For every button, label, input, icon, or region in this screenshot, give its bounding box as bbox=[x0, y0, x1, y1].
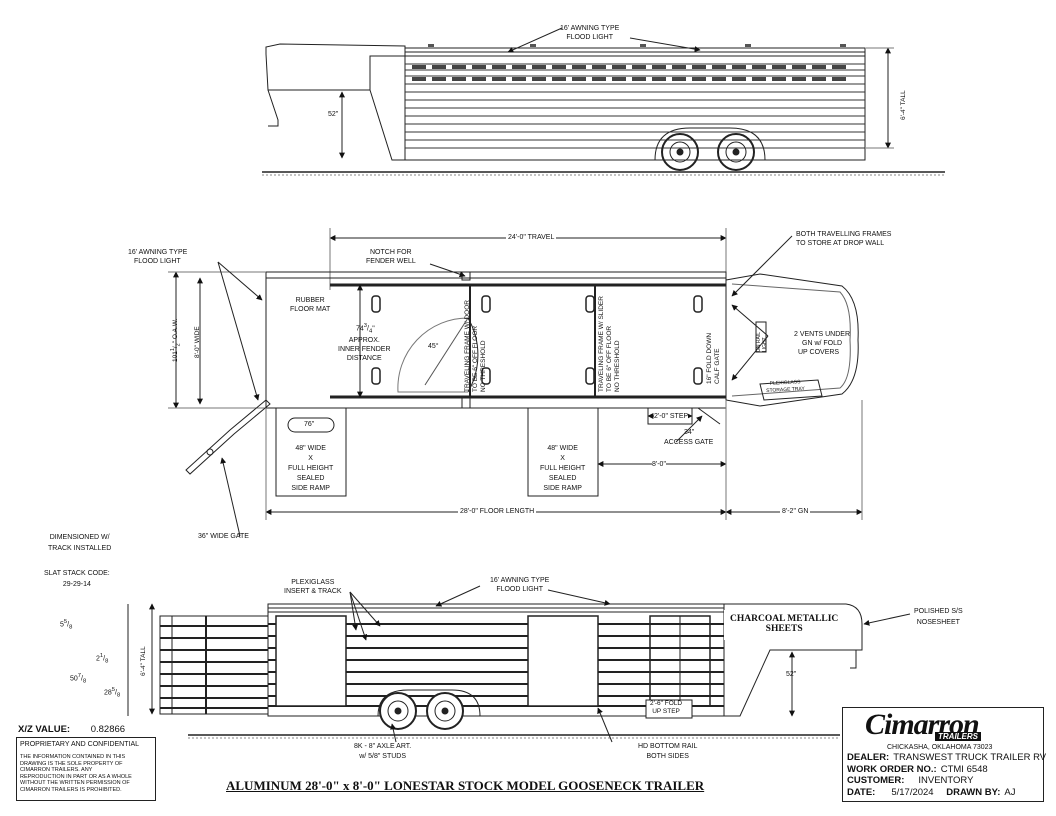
dim-5-5-8: 55/8 bbox=[60, 619, 73, 631]
customer-row: CUSTOMER:INVENTORY bbox=[847, 775, 974, 786]
dealer-row: DEALER:TRANSWEST TRUCK TRAILER RV bbox=[847, 752, 1047, 763]
eight-foot-dimension: 8'-0" bbox=[652, 460, 666, 469]
drawing-title: ALUMINUM 28'-0" x 8'-0" LONESTAR STOCK M… bbox=[226, 778, 705, 793]
company-address: CHICKASHA, OKLAHOMA 73023 bbox=[887, 744, 993, 751]
gn-length-dimension: 8'-2" GN bbox=[780, 507, 811, 516]
top-tall-label: 6'-4" TALL bbox=[900, 90, 907, 120]
title-block: Cimarron TRAILERS CHICKASHA, OKLAHOMA 73… bbox=[842, 707, 1047, 802]
side-tall-label: 6'-4" TALL bbox=[140, 646, 147, 676]
step-dimension: 2'-0" STEP bbox=[654, 412, 689, 421]
slat-code: SLAT STACK CODE:29-29-14 bbox=[44, 570, 110, 588]
oaw-dimension: 1011/2" O.A.W. bbox=[170, 318, 182, 362]
plan-view bbox=[168, 228, 863, 537]
xz-value: X/Z VALUE: 0.82866 bbox=[18, 724, 126, 735]
top-hitch-height: 52" bbox=[328, 111, 339, 118]
fender-distance-value: 743/4" bbox=[356, 323, 375, 335]
dimensioned-note: DIMENSIONED W/TRACK INSTALLED bbox=[48, 534, 112, 552]
floor-length-dimension: 28'-0" FLOOR LENGTH bbox=[458, 507, 537, 516]
company-logo: Cimarron TRAILERS bbox=[865, 710, 1025, 742]
dim-28-5-8: 285/8 bbox=[104, 687, 121, 699]
access-gate-label: ACCESS GATE bbox=[664, 439, 714, 446]
bottom-side-view bbox=[127, 585, 911, 743]
door-angle: 45° bbox=[428, 343, 439, 350]
ramp-spacing: 76" bbox=[304, 421, 315, 428]
axle-label: 8K - 8" AXLE ART.w/ 5/8" STUDS bbox=[354, 743, 412, 760]
access-width: 34" bbox=[684, 429, 695, 436]
proprietary-heading: PROPRIETARY AND CONFIDENTIAL bbox=[20, 741, 140, 748]
gate-label: 36" WIDE GATE bbox=[198, 533, 249, 540]
side-hitch-height: 52" bbox=[786, 671, 797, 678]
dim-50-7-8: 507/8 bbox=[70, 673, 87, 685]
dim-2-1-8: 21/8 bbox=[96, 653, 109, 665]
date-row: DATE:5/17/2024 DRAWN BY:AJ bbox=[847, 787, 1016, 798]
top-side-view bbox=[262, 27, 945, 176]
travel-dimension: 24'-0" TRAVEL bbox=[506, 233, 557, 242]
disclaimer-block: PROPRIETARY AND CONFIDENTIAL THE INFORMA… bbox=[16, 737, 156, 801]
wide-dimension: 8'-0" WIDE bbox=[194, 326, 201, 358]
work-order-row: WORK ORDER NO.:CTMI 6548 bbox=[847, 764, 988, 775]
